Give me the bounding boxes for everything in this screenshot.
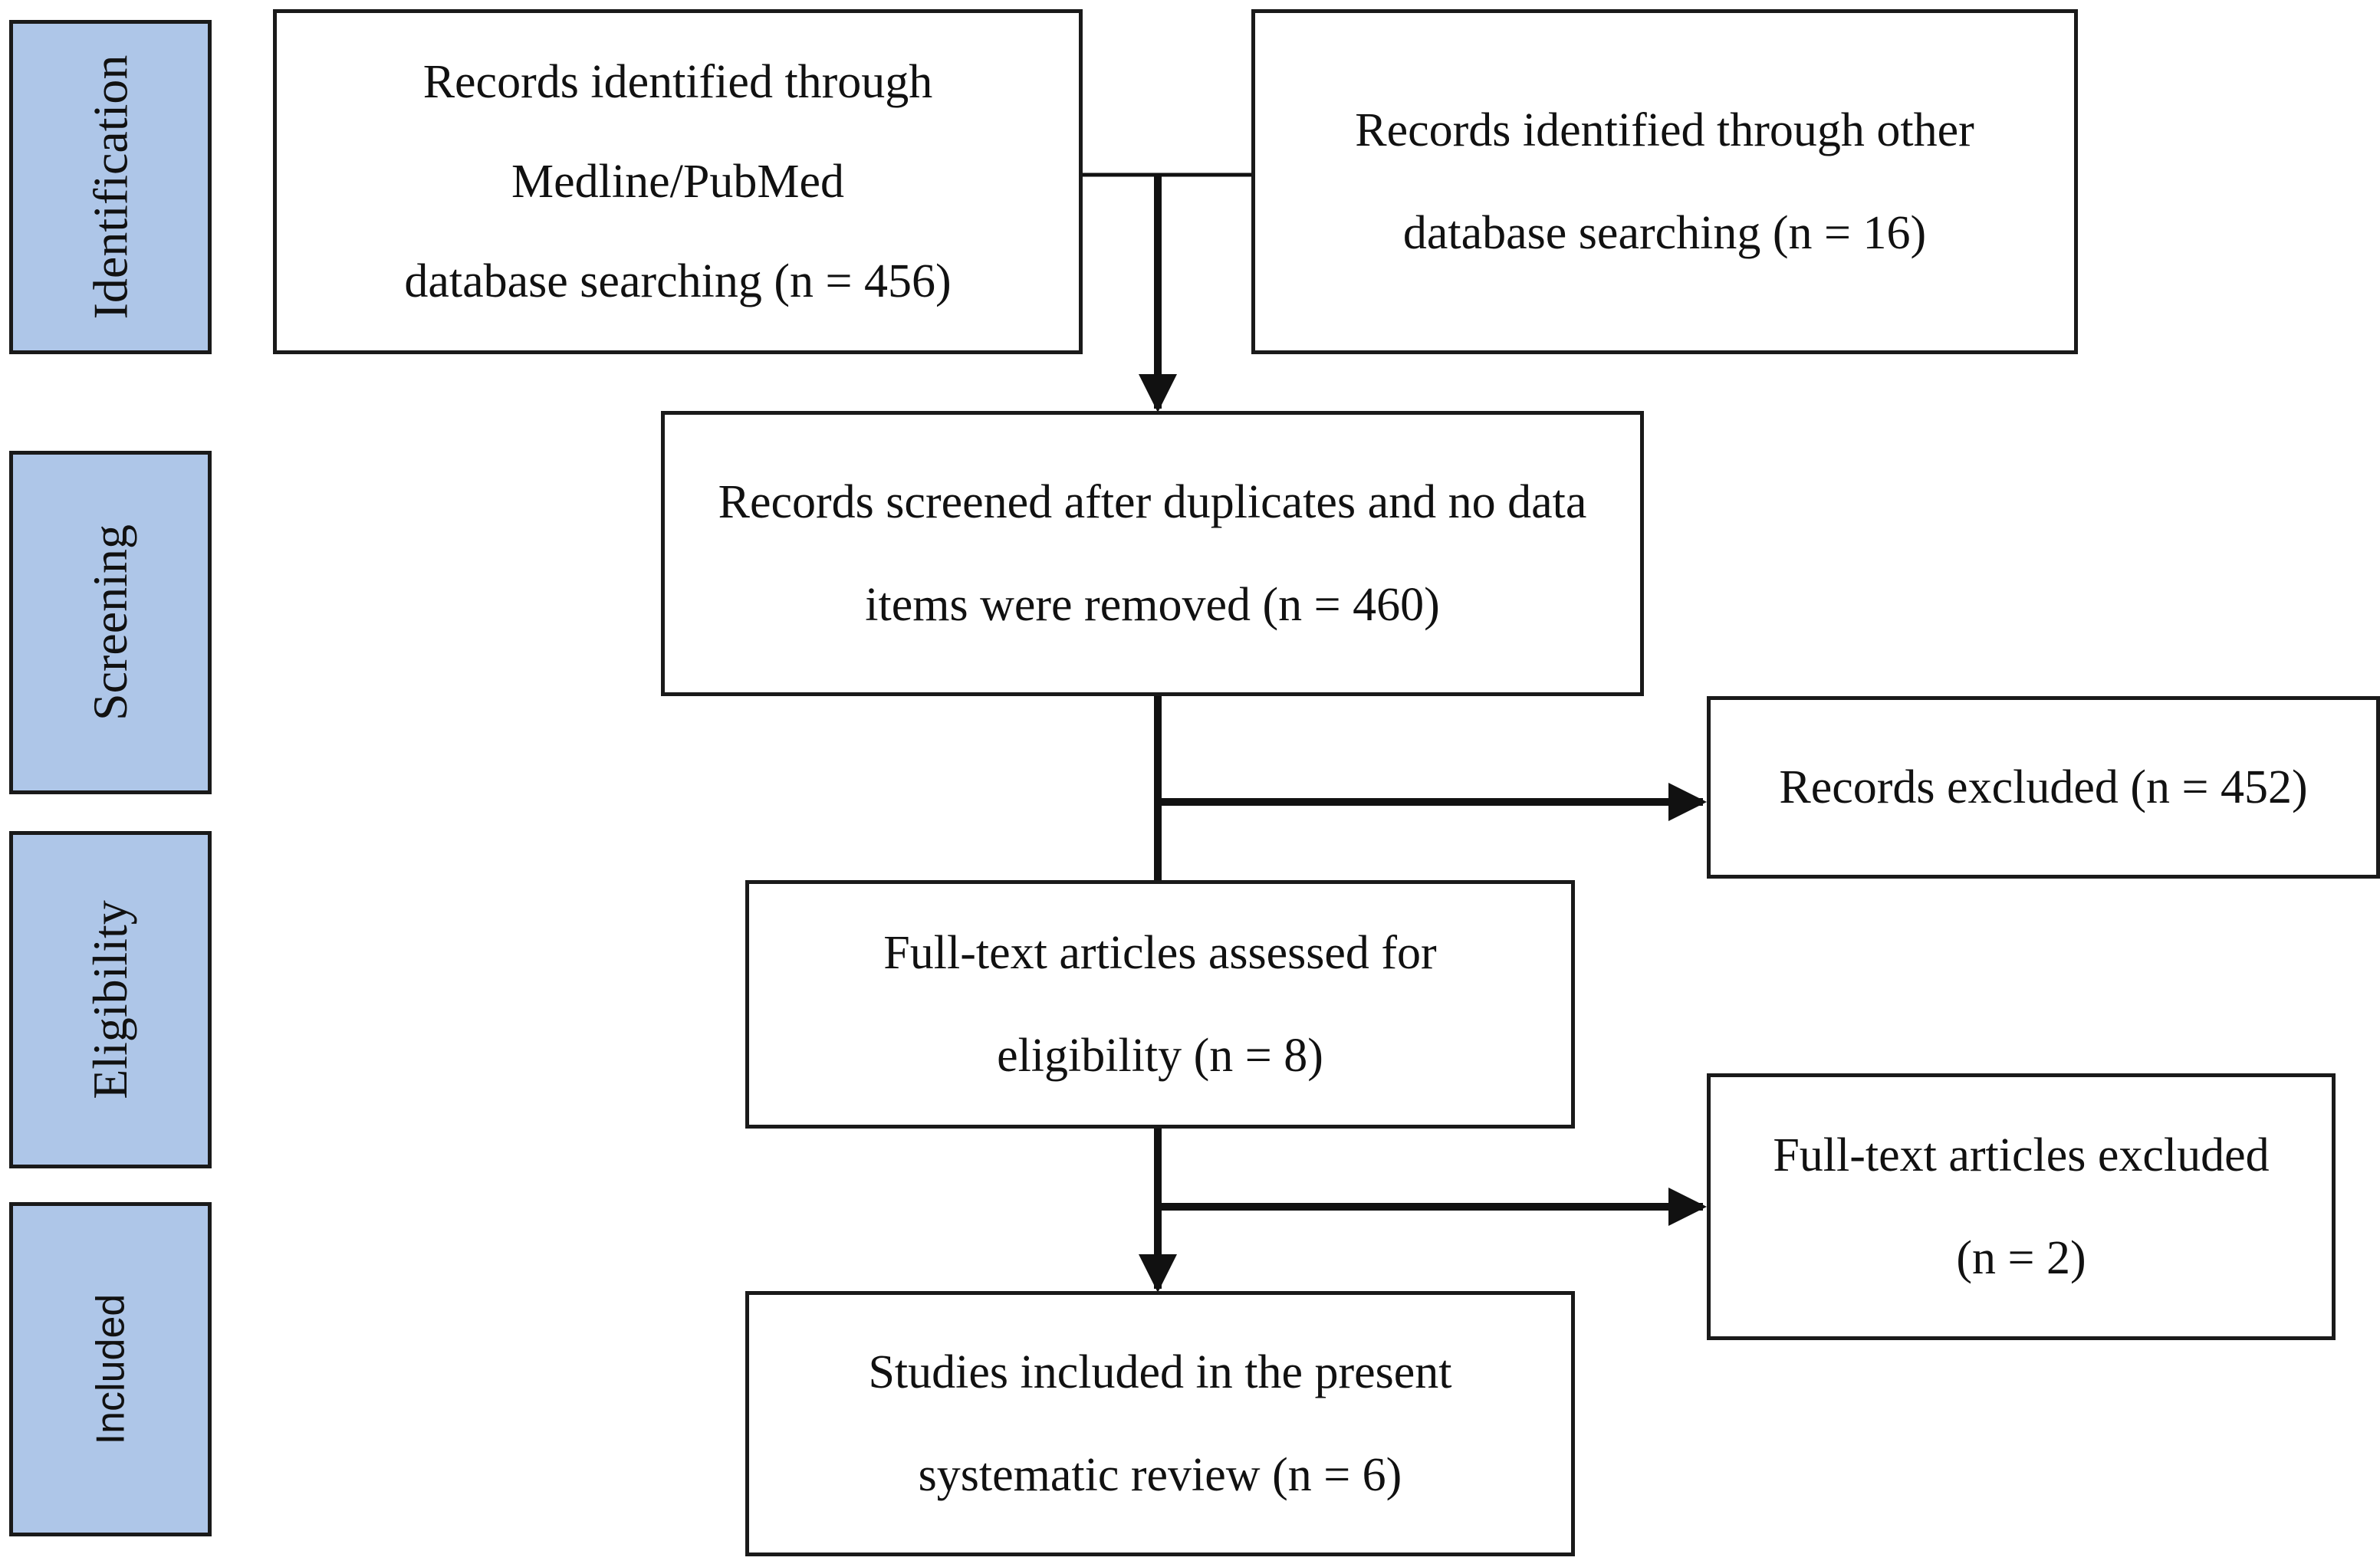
box-records-excluded: Records excluded (n = 452) bbox=[1707, 696, 2380, 879]
stage-screening: Screening bbox=[9, 451, 212, 794]
box-records-excluded-line-1: Records excluded (n = 452) bbox=[1779, 761, 2308, 813]
box-fulltext-excluded-line-1: Full-text articles excluded bbox=[1773, 1129, 2270, 1181]
box-medline-line-2: Medline/PubMed bbox=[511, 156, 844, 208]
box-other-database-records: Records identified through other databas… bbox=[1251, 9, 2078, 354]
box-full-text-excluded: Full-text articles excluded (n = 2) bbox=[1707, 1073, 2336, 1340]
box-medline-line-1: Records identified through bbox=[422, 56, 933, 108]
box-medline-records: Records identified through Medline/PubMe… bbox=[273, 9, 1083, 354]
box-studies-included: Studies included in the present systemat… bbox=[745, 1291, 1575, 1556]
box-screened-line-1: Records screened after duplicates and no… bbox=[718, 476, 1587, 528]
box-included-line-2: systematic review (n = 6) bbox=[918, 1449, 1402, 1501]
box-assessed-line-2: eligibility (n = 8) bbox=[997, 1030, 1323, 1082]
box-assessed-line-1: Full-text articles assessed for bbox=[883, 927, 1437, 979]
box-full-text-assessed: Full-text articles assessed for eligibil… bbox=[745, 880, 1575, 1129]
box-medline-line-3: database searching (n = 456) bbox=[404, 255, 952, 307]
stage-eligibility: Eligibility bbox=[9, 831, 212, 1168]
box-screened-line-2: items were removed (n = 460) bbox=[865, 579, 1440, 631]
box-included-line-1: Studies included in the present bbox=[868, 1346, 1452, 1398]
box-other-db-line-2: database searching (n = 16) bbox=[1402, 207, 1927, 259]
stage-included: Included bbox=[9, 1202, 212, 1536]
box-other-db-line-1: Records identified through other bbox=[1355, 104, 1974, 156]
box-records-screened: Records screened after duplicates and no… bbox=[661, 411, 1644, 696]
box-fulltext-excluded-line-2: (n = 2) bbox=[1956, 1232, 2086, 1284]
stage-identification: Identification bbox=[9, 20, 212, 354]
